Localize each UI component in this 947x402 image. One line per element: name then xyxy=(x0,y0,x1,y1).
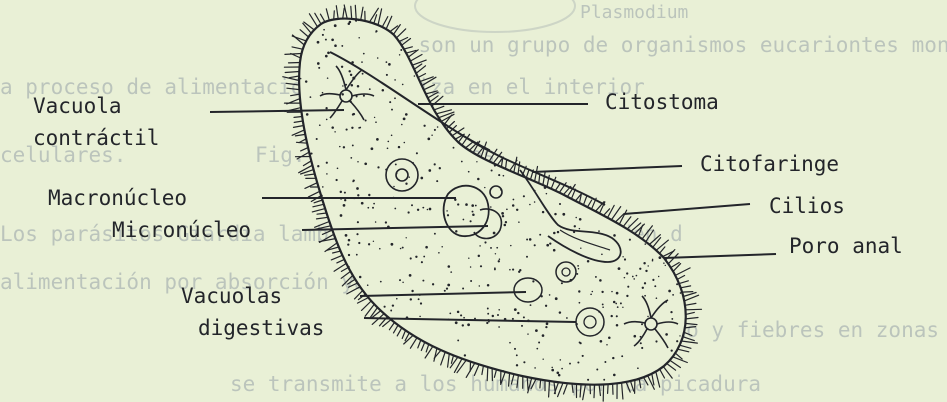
stamp-mark xyxy=(415,0,575,32)
pointer-cilios xyxy=(624,204,750,214)
label-micronucleo: Micronúcleo xyxy=(112,216,251,244)
pointer-poro-anal xyxy=(664,254,776,258)
label-vacuola-contractil-line2: contráctil xyxy=(33,124,159,152)
label-vacuolas-digestivas-line2: digestivas xyxy=(198,314,324,342)
label-citofaringe: Citofaringe xyxy=(700,150,839,178)
label-macronucleo: Macronúcleo xyxy=(48,184,187,212)
pointer-citofaringe xyxy=(532,166,682,172)
label-poro-anal: Poro anal xyxy=(789,232,903,260)
label-vacuola-contractil-line1: Vacuola xyxy=(33,92,122,120)
label-vacuolas-digestivas-line1: Vacuolas xyxy=(181,282,282,310)
label-cilios: Cilios xyxy=(769,192,845,220)
label-citostoma: Citostoma xyxy=(605,88,719,116)
